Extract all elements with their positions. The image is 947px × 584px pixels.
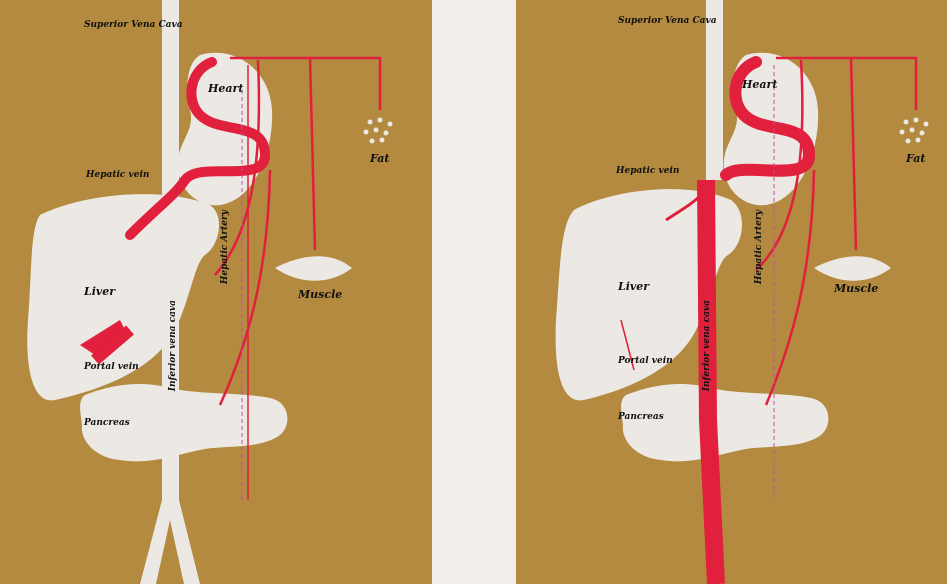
right-circulation-illustration (516, 0, 947, 584)
superior-vena-cava-label: Superior Vena Cava (84, 20, 183, 30)
muscle-label: Muscle (834, 282, 878, 295)
left-diagram-panel: Superior Vena Cava Heart Fat Hepatic vei… (0, 0, 432, 584)
hepatic-artery-label: Hepatic Artery (220, 210, 230, 284)
muscle-label: Muscle (298, 288, 342, 301)
liver-label: Liver (84, 285, 115, 298)
inferior-vena-cava-label: Inferior vena cava (168, 300, 178, 391)
pancreas-label: Pancreas (618, 412, 664, 422)
hepatic-artery-label: Hepatic Artery (754, 210, 764, 284)
inferior-vena-cava-label: Inferior vena cava (702, 300, 712, 391)
hepatic-vein-label: Hepatic vein (86, 170, 149, 180)
pancreas-label: Pancreas (84, 418, 130, 428)
superior-vena-cava-label: Superior Vena Cava (618, 16, 717, 26)
hepatic-vein-label: Hepatic vein (616, 166, 679, 176)
fat-label: Fat (370, 152, 389, 165)
center-divider (432, 0, 516, 584)
heart-label: Heart (742, 78, 777, 91)
fat-dots (364, 118, 393, 144)
right-diagram-panel: Superior Vena Cava Heart Fat Hepatic vei… (516, 0, 947, 584)
fat-label: Fat (906, 152, 925, 165)
portal-vein-label: Portal vein (618, 356, 673, 366)
portal-vein-label: Portal vein (84, 362, 139, 372)
liver-label: Liver (618, 280, 649, 293)
heart-label: Heart (208, 82, 243, 95)
muscle-shape (275, 256, 352, 280)
